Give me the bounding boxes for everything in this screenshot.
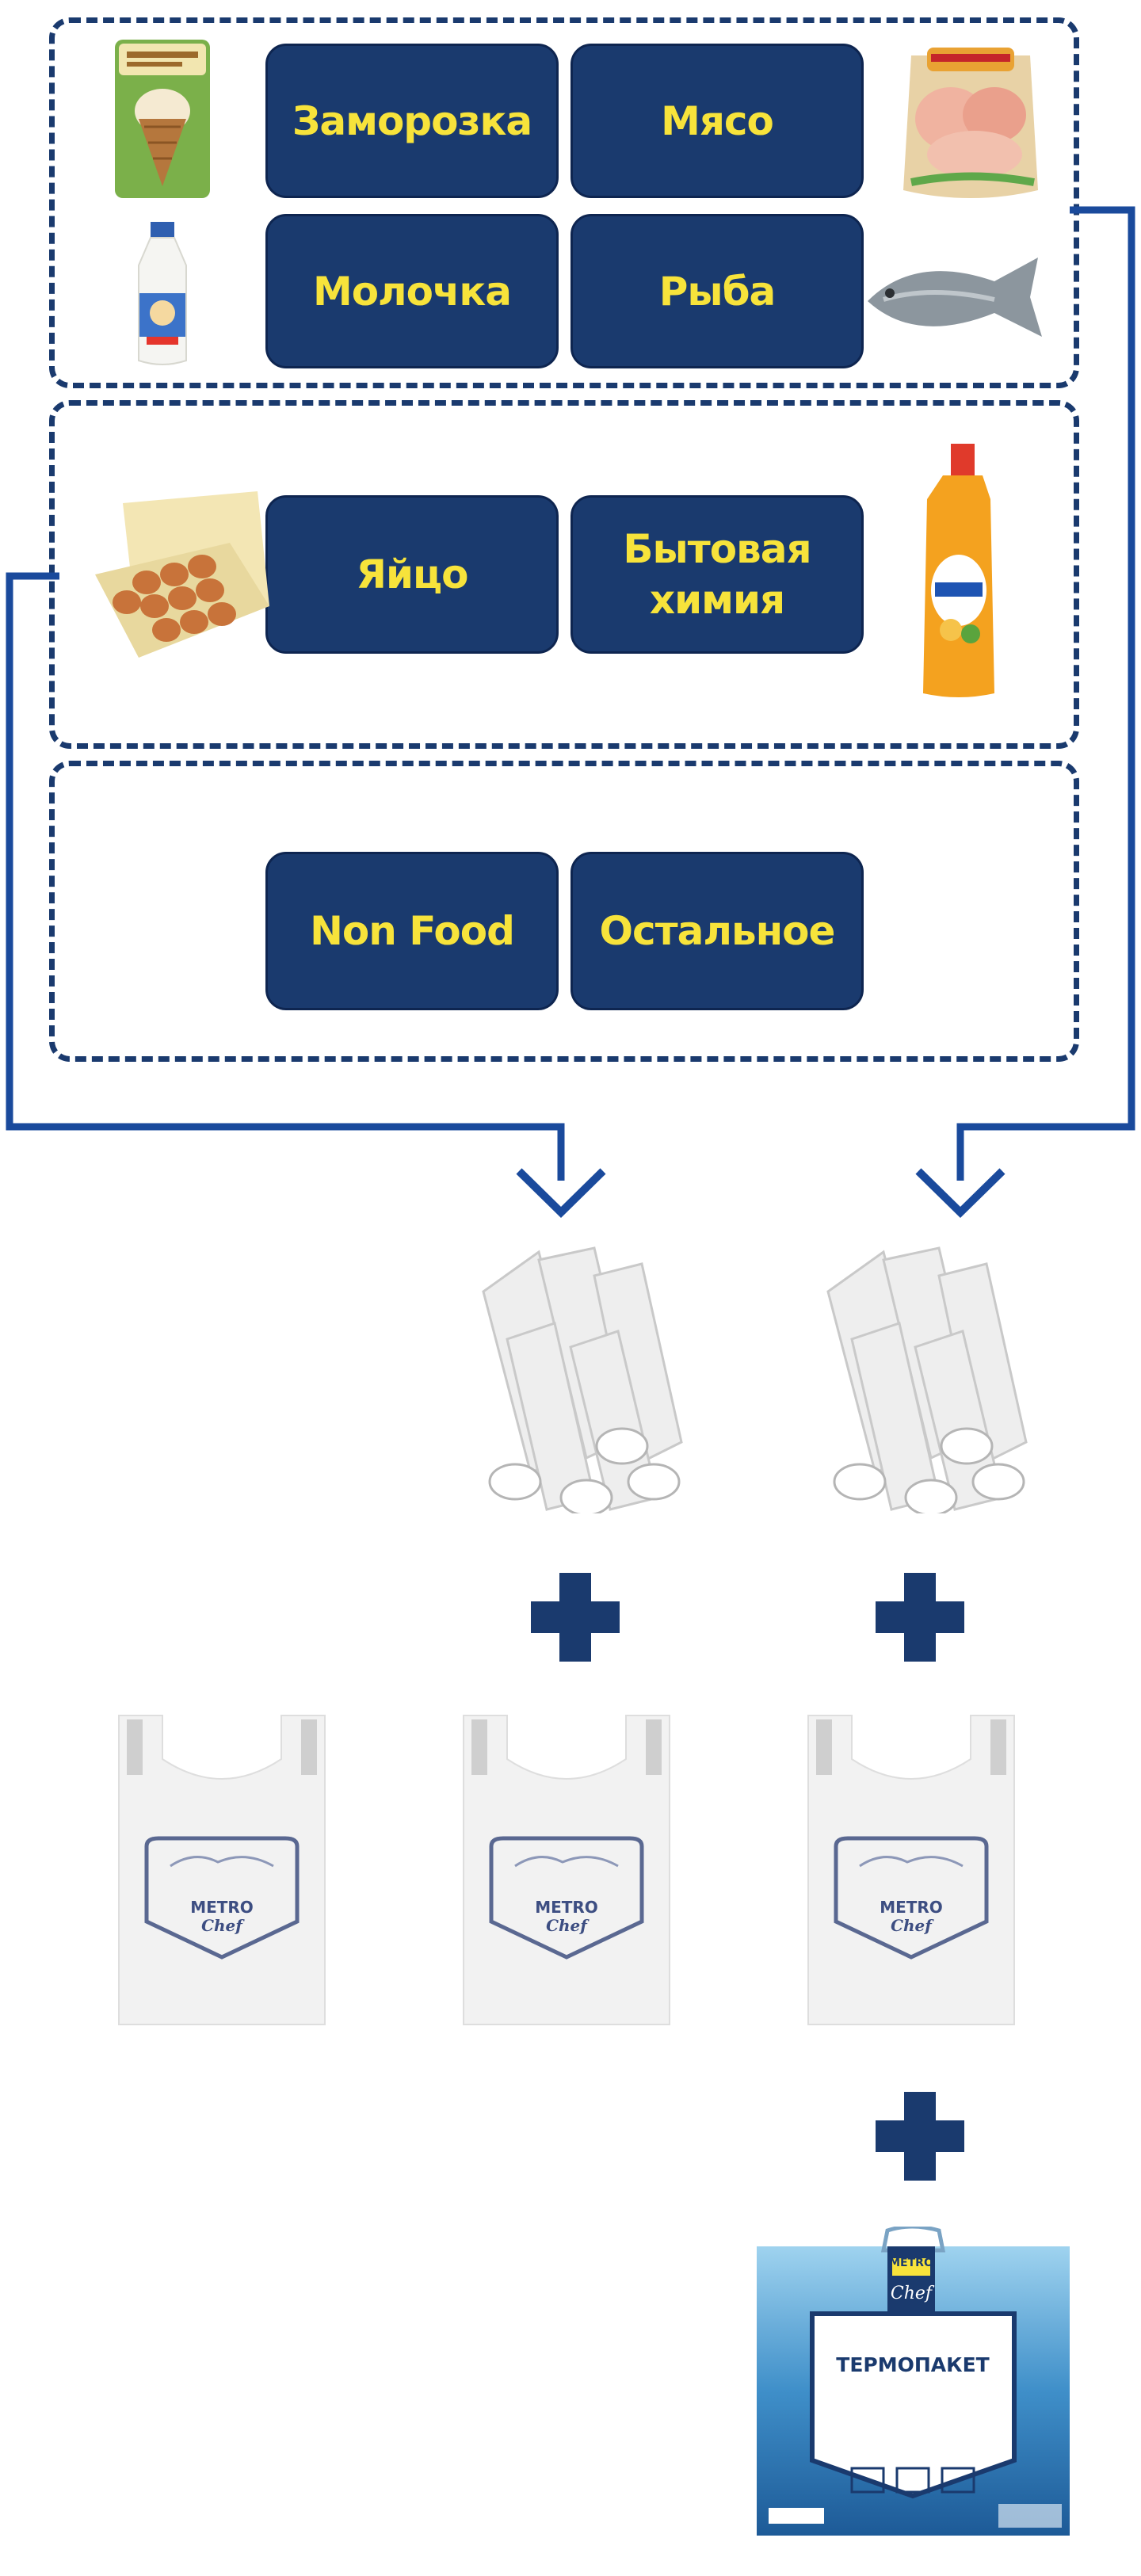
egg-tray-image (95, 491, 269, 658)
roll-bags-image (826, 1246, 1028, 1513)
bag-brand: METRO (880, 1898, 943, 1917)
plus-icon (531, 1573, 620, 1662)
thermo-title: ТЕРМОПАКЕТ (836, 2353, 990, 2376)
metro-chef-bag-image: METRO Chef (115, 1712, 329, 2028)
bag-sub: Chef (201, 1916, 242, 1935)
group-chilled-frozen (49, 17, 1079, 388)
group-other (49, 761, 1079, 1062)
category-non-food[interactable]: Non Food (265, 852, 559, 1010)
roll-bags-image (482, 1246, 683, 1513)
chevron-down-icon (915, 1168, 1006, 1219)
bag-brand: METRO (190, 1898, 254, 1917)
metro-chef-bag-image: METRO Chef (460, 1712, 674, 2028)
category-frozen[interactable]: Заморозка (265, 44, 559, 198)
dish-soap-bottle-image (923, 444, 994, 697)
metro-chef-bag-image: METRO Chef (804, 1712, 1018, 2028)
category-household-chemicals[interactable]: Бытовая химия (570, 495, 864, 654)
thermo-brand: METRO (889, 2257, 933, 2269)
plus-icon (876, 1573, 964, 1662)
fish-image (868, 258, 1042, 337)
chicken-image (903, 48, 1038, 198)
category-other[interactable]: Остальное (570, 852, 864, 1010)
category-fish[interactable]: Рыба (570, 214, 864, 368)
bag-sub: Chef (546, 1916, 587, 1935)
thermo-bag-image: METRO Chef ТЕРМОПАКЕТ (753, 2227, 1074, 2540)
category-eggs[interactable]: Яйцо (265, 495, 559, 654)
category-dairy[interactable]: Молочка (265, 214, 559, 368)
plus-icon (876, 2092, 964, 2181)
thermo-sub: Chef (890, 2284, 933, 2303)
ice-cream-image (115, 40, 210, 198)
bag-brand: METRO (535, 1898, 598, 1917)
milk-bottle-image (138, 222, 187, 365)
bag-sub: Chef (891, 1916, 932, 1935)
chevron-down-icon (516, 1168, 606, 1219)
category-meat[interactable]: Мясо (570, 44, 864, 198)
